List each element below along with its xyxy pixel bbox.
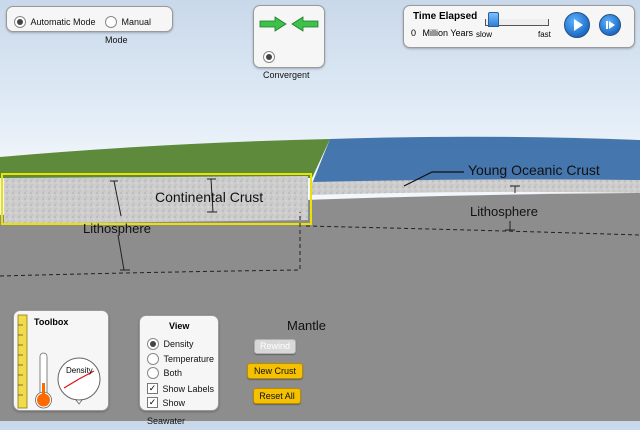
- land-surface: [0, 139, 330, 178]
- automatic-mode-label: Automatic Mode: [30, 16, 96, 27]
- mode-panel: Automatic Mode Manual Mode: [6, 6, 173, 45]
- speed-slider-track: [485, 19, 549, 26]
- rewind-button[interactable]: Rewind: [254, 339, 296, 354]
- fast-label: fast: [538, 30, 551, 39]
- thermometer-icon: [35, 352, 52, 409]
- manual-mode-label: Manual Mode: [105, 16, 151, 45]
- speed-slider[interactable]: [485, 12, 549, 30]
- lithosphere-boundary-right: [305, 225, 640, 236]
- convergent-arrows-icon: [259, 16, 319, 32]
- continental-crust: [4, 176, 308, 224]
- density-option-label: Density: [163, 338, 194, 349]
- convergent-label: Convergent: [263, 69, 310, 80]
- show-labels-option[interactable]: ✓ Show Labels: [147, 380, 214, 398]
- lithosphere-boundary-left: [0, 212, 301, 277]
- temperature-option-label: Temperature: [163, 353, 214, 364]
- play-button[interactable]: [564, 12, 590, 38]
- view-option-temperature[interactable]: Temperature: [147, 350, 214, 368]
- time-units: Million Years: [422, 28, 474, 38]
- manual-mode-radio[interactable]: [105, 15, 117, 28]
- toolbox-title: Toolbox: [34, 317, 69, 327]
- toolbox-tools: [17, 314, 101, 409]
- view-option-both[interactable]: Both: [147, 364, 182, 382]
- both-radio[interactable]: [147, 366, 159, 379]
- young-oceanic-crust: [312, 179, 640, 195]
- density-radio[interactable]: [147, 337, 159, 350]
- convergent-radio[interactable]: [263, 50, 275, 63]
- convergent-option[interactable]: Convergent: [263, 48, 324, 84]
- step-button[interactable]: [599, 14, 621, 36]
- reset-all-button[interactable]: Reset All: [253, 388, 301, 404]
- show-seawater-checkbox[interactable]: ✓: [147, 397, 158, 409]
- time-elapsed-panel: Time Elapsed 0 Million Years slow fast: [403, 5, 635, 48]
- both-option-label: Both: [163, 367, 182, 378]
- view-title: View: [169, 321, 190, 331]
- show-labels-checkbox[interactable]: ✓: [147, 383, 158, 395]
- slow-label: slow: [476, 30, 493, 39]
- lithosphere-label-right: Lithosphere: [470, 204, 538, 219]
- time-value: 0: [411, 28, 417, 38]
- boundary-type-panel: Convergent: [253, 5, 325, 80]
- temperature-radio[interactable]: [147, 352, 159, 365]
- mantle-label: Mantle: [287, 318, 327, 333]
- time-elapsed-title: Time Elapsed: [413, 11, 478, 22]
- selection-highlight: [1, 173, 312, 225]
- young-oceanic-crust-label: Young Oceanic Crust: [468, 162, 600, 178]
- play-icon: [574, 19, 583, 31]
- manual-mode-option[interactable]: Manual Mode: [105, 13, 172, 49]
- new-crust-button[interactable]: New Crust: [247, 363, 303, 379]
- ruler-icon: [17, 314, 28, 409]
- toolbox-panel: Toolbox Density: [13, 310, 109, 411]
- step-forward-icon: [606, 21, 615, 29]
- density-gauge-label: Density: [66, 366, 93, 375]
- automatic-mode-option[interactable]: Automatic Mode: [14, 13, 95, 31]
- view-option-density[interactable]: Density: [147, 335, 193, 353]
- continental-crust-label: Continental Crust: [155, 189, 264, 205]
- show-labels-label: Show Labels: [162, 383, 214, 394]
- automatic-mode-radio[interactable]: [14, 15, 26, 28]
- density-gauge-icon: [57, 357, 101, 405]
- lithosphere-label-left: Lithosphere: [83, 221, 151, 236]
- ocean: [312, 136, 640, 184]
- speed-slider-thumb[interactable]: [487, 12, 499, 27]
- view-panel: View Density Temperature Both ✓ Show Lab…: [139, 315, 219, 426]
- show-seawater-option[interactable]: ✓ Show Seawater: [147, 394, 218, 430]
